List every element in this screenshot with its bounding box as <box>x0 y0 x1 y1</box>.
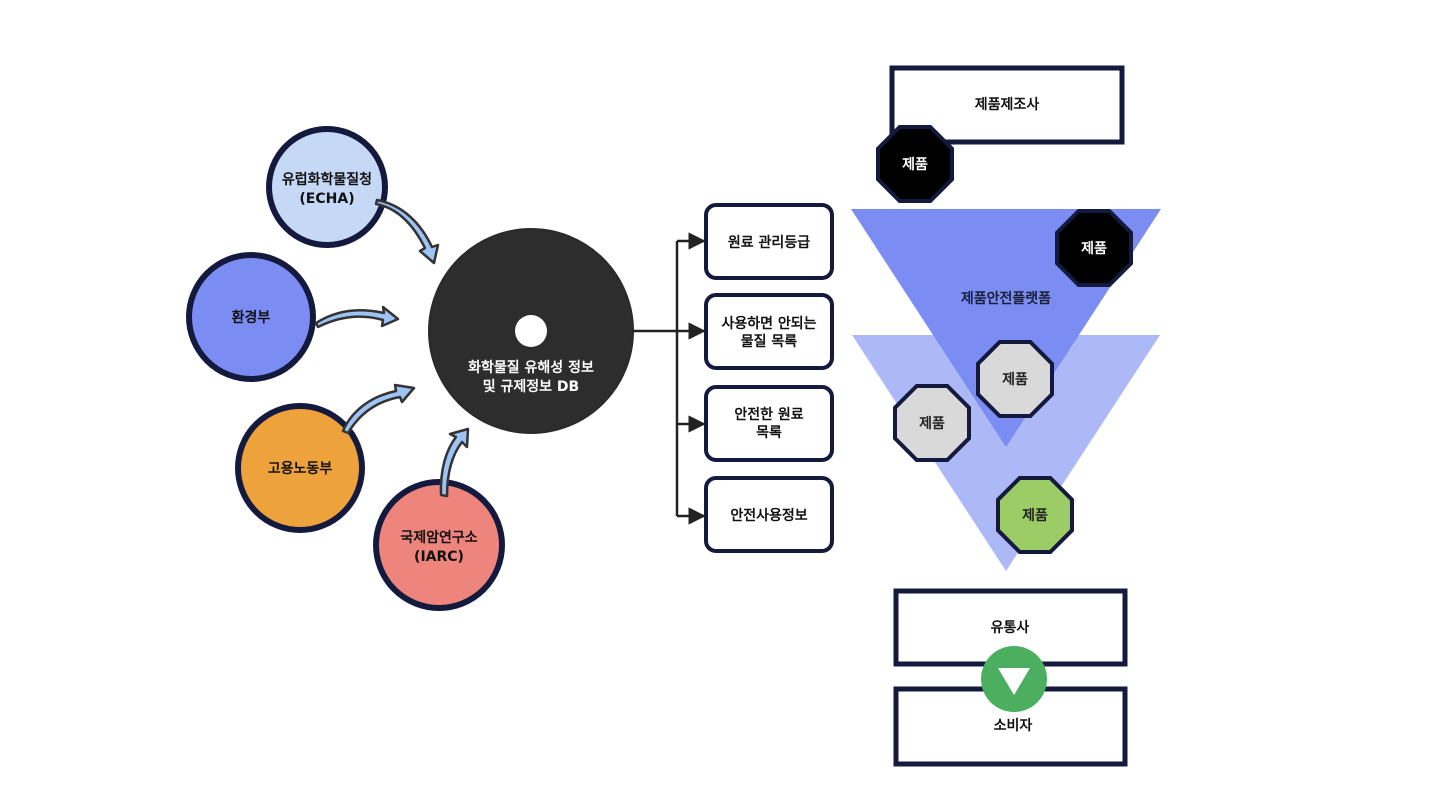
output-raw-material-grade: 원료 관리등급 <box>704 203 834 280</box>
down-triangle-icon <box>998 668 1030 695</box>
product-unverified: 제품 <box>1055 209 1133 287</box>
output-box <box>704 203 834 280</box>
source-iarc-label-line1: 국제암연구소 <box>400 529 477 546</box>
output-safe-raw-materials: 안전한 원료 목록 <box>704 385 834 462</box>
product-label: 제품 <box>1081 241 1107 257</box>
source-echa-circle <box>266 126 388 248</box>
product-label: 제품 <box>902 157 928 173</box>
output-label-line1: 안전한 원료 <box>734 406 803 423</box>
product-octagon <box>876 125 954 203</box>
platform-label: 제품안전플랫폼 <box>961 290 1051 307</box>
source-moel-label: 고용노동부 <box>268 461 333 477</box>
output-label-line2: 목록 <box>756 425 782 441</box>
database-label-line1: 화학물질 유해성 정보 <box>468 359 594 376</box>
output-box <box>704 293 834 370</box>
source-moe: 환경부 <box>186 252 316 382</box>
source-iarc-circle <box>373 479 505 611</box>
down-flow-badge <box>981 646 1047 712</box>
product-octagon <box>976 340 1054 418</box>
arrow-echa-to-db <box>374 198 440 265</box>
source-moel: 고용노동부 <box>235 403 365 533</box>
source-moe-label: 환경부 <box>232 309 271 326</box>
arrow-iarc-to-db <box>439 427 470 498</box>
source-moel-circle <box>235 403 365 533</box>
output-label: 원료 관리등급 <box>728 234 810 251</box>
output-safe-use-info: 안전사용정보 <box>704 476 834 553</box>
source-iarc: 국제암연구소 (IARC) <box>373 479 505 611</box>
source-echa-label-line1: 유럽화학물질청 <box>282 172 372 188</box>
product-octagon <box>1055 209 1133 287</box>
consumer-label: 소비자 <box>994 718 1033 734</box>
distributor-label: 유통사 <box>991 620 1030 636</box>
output-box <box>704 476 834 553</box>
product-octagon <box>893 384 971 462</box>
product-octagon <box>996 476 1074 554</box>
source-iarc-label-line2: (IARC) <box>414 549 464 565</box>
database-disc-hole <box>515 315 547 347</box>
product-screening: 제품 <box>976 340 1054 418</box>
product-screening: 제품 <box>893 384 971 462</box>
arrow-moe-to-db <box>314 305 400 329</box>
output-label: 안전사용정보 <box>730 507 807 524</box>
arrow-moel-to-db <box>341 383 416 435</box>
source-echa: 유럽화학물질청 (ECHA) <box>266 126 388 248</box>
output-prohibited-substances: 사용하면 안되는 물질 목록 <box>704 293 834 370</box>
source-echa-label-line2: (ECHA) <box>299 191 354 207</box>
product-approved: 제품 <box>996 476 1074 554</box>
source-moe-circle <box>186 252 316 382</box>
output-box <box>704 385 834 462</box>
product-label: 제품 <box>1002 372 1028 388</box>
manufacturer-label: 제품제조사 <box>975 97 1040 113</box>
db-output-connectors <box>632 232 706 525</box>
chemical-database: 화학물질 유해성 정보 및 규제정보 DB <box>428 228 634 434</box>
output-label-line2: 물질 목록 <box>741 334 798 350</box>
product-label: 제품 <box>1022 508 1048 524</box>
product-label: 제품 <box>919 416 945 432</box>
database-label-line2: 및 규제정보 DB <box>483 378 579 395</box>
output-label-line1: 사용하면 안되는 <box>721 315 816 332</box>
product-unverified: 제품 <box>876 125 954 203</box>
